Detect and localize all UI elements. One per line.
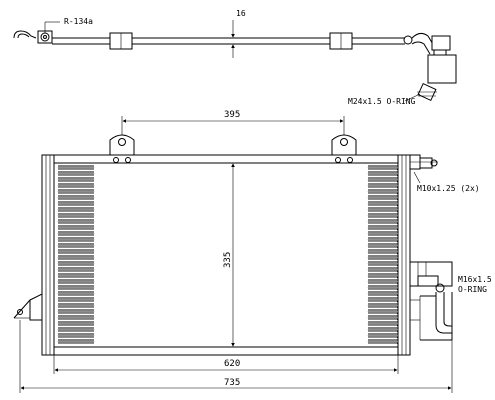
fitting-housing xyxy=(427,54,457,84)
fin-zigzag xyxy=(57,202,95,207)
fin-zigzag xyxy=(57,286,95,291)
fin-zigzag xyxy=(57,190,95,195)
fin-zigzag xyxy=(367,244,399,249)
fin-zigzag xyxy=(57,298,95,303)
fin-zigzag xyxy=(367,166,399,171)
fin-zigzag xyxy=(57,256,95,261)
fin-zigzag xyxy=(57,322,95,327)
top-bracket-right xyxy=(331,134,357,163)
fin-pattern-right xyxy=(367,165,399,345)
overall-width-dim: 735 xyxy=(224,378,240,388)
right-header-tank xyxy=(397,154,411,356)
fin-zigzag xyxy=(57,340,95,345)
fin-zigzag xyxy=(367,316,399,321)
fin-zigzag xyxy=(367,334,399,339)
fin-zigzag xyxy=(367,310,399,315)
bracket-spacing-dim: 395 xyxy=(224,110,240,120)
fin-zigzag xyxy=(57,172,95,177)
fin-zigzag xyxy=(367,328,399,333)
fin-zigzag xyxy=(57,274,95,279)
front-view: 395 335 xyxy=(13,110,492,393)
fin-zigzag xyxy=(367,322,399,327)
right-fitting-top xyxy=(409,154,438,170)
pipe-clip-left xyxy=(40,32,50,42)
fin-zigzag xyxy=(57,280,95,285)
fin-zigzag xyxy=(367,208,399,213)
fin-zigzag xyxy=(57,166,95,171)
fin-zigzag xyxy=(57,196,95,201)
fin-zigzag xyxy=(57,304,95,309)
fin-zigzag xyxy=(367,340,399,345)
fin-zigzag xyxy=(57,220,95,225)
fin-zigzag xyxy=(57,232,95,237)
fin-zigzag xyxy=(57,184,95,189)
pipe-left-hook xyxy=(13,30,37,39)
fin-zigzag xyxy=(367,172,399,177)
fin-zigzag xyxy=(367,214,399,219)
pipe-end-cap xyxy=(403,35,413,45)
fin-zigzag xyxy=(57,262,95,267)
fin-zigzag xyxy=(57,208,95,213)
fin-zigzag xyxy=(367,256,399,261)
top-bracket-left xyxy=(109,134,135,163)
fin-zigzag xyxy=(367,292,399,297)
fin-zigzag xyxy=(367,304,399,309)
fin-zigzag xyxy=(57,214,95,219)
left-header-tank xyxy=(41,154,55,356)
fin-zigzag xyxy=(367,190,399,195)
core-width-dim: 620 xyxy=(224,359,240,369)
fin-zigzag xyxy=(57,244,95,249)
left-bottom-bracket xyxy=(13,293,43,321)
fin-zigzag xyxy=(57,268,95,273)
fin-zigzag xyxy=(367,238,399,243)
fin-zigzag xyxy=(57,310,95,315)
fitting-label-line1: M16x1.5 xyxy=(458,275,492,284)
fin-zigzag xyxy=(57,292,95,297)
pipe-dim-label: 16 xyxy=(236,9,246,18)
refrigerant-label: R-134a xyxy=(64,17,93,26)
fitting-block xyxy=(431,35,451,51)
fin-zigzag xyxy=(367,178,399,183)
fin-zigzag xyxy=(57,334,95,339)
fin-zigzag xyxy=(367,262,399,267)
fin-zigzag xyxy=(367,280,399,285)
fin-zigzag xyxy=(367,184,399,189)
fin-zigzag xyxy=(367,202,399,207)
fin-zigzag xyxy=(367,196,399,201)
fin-zigzag xyxy=(367,232,399,237)
fin-zigzag xyxy=(57,226,95,231)
fin-zigzag xyxy=(367,220,399,225)
fin-zigzag xyxy=(367,250,399,255)
fitting-label-line2: O-RING xyxy=(458,285,487,294)
fin-zigzag xyxy=(57,250,95,255)
top-pipe-view: 16 R-134a M24x1.5 O-RING xyxy=(13,9,457,106)
fin-zigzag xyxy=(57,238,95,243)
thread-label: M10x1.25 (2x) xyxy=(417,184,480,193)
fin-zigzag xyxy=(367,226,399,231)
fin-zigzag xyxy=(367,274,399,279)
right-fitting-bottom xyxy=(409,261,453,341)
fin-zigzag xyxy=(367,286,399,291)
core-height-dim: 335 xyxy=(223,252,233,268)
fin-pattern-left xyxy=(57,165,95,345)
fin-zigzag xyxy=(367,268,399,273)
fin-zigzag xyxy=(367,298,399,303)
fin-zigzag xyxy=(57,328,95,333)
fin-zigzag xyxy=(57,178,95,183)
fin-zigzag xyxy=(57,316,95,321)
m24-fitting-label: M24x1.5 O-RING xyxy=(348,97,416,106)
